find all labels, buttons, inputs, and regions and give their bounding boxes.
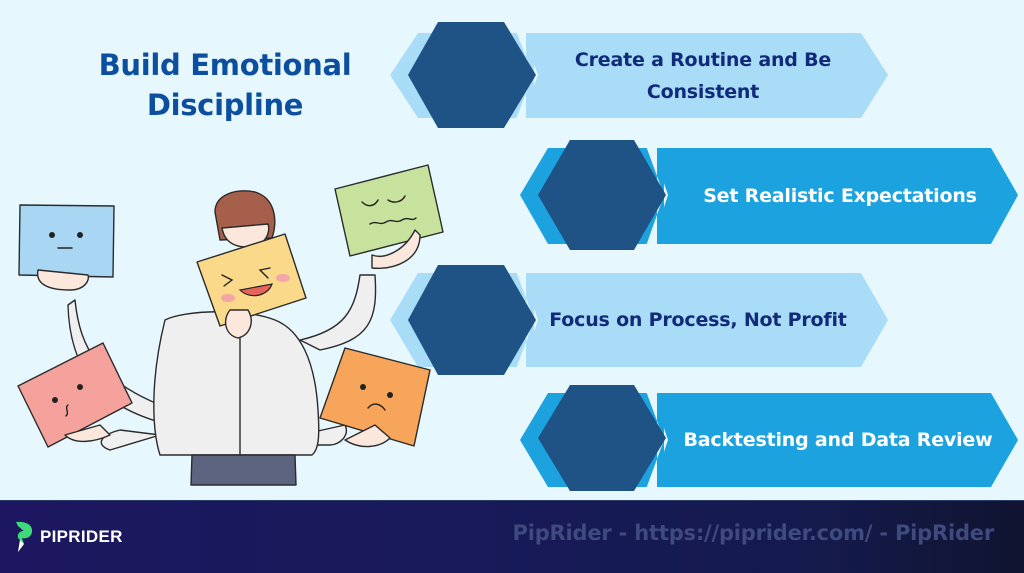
emotions-illustration — [17, 164, 444, 486]
step-4-label: Backtesting and Data Review — [683, 429, 993, 451]
step-1-label: Create a Routine and Be Consistent — [574, 48, 832, 103]
infographic-canvas: Build Emotional Discipline Create a Rout… — [17, 22, 1022, 491]
hexagon-icon — [538, 140, 666, 250]
step-2: Set Realistic Expectations — [518, 140, 1022, 250]
piprider-logo-icon — [16, 521, 33, 552]
step-3: Focus on Process, Not Profit — [388, 265, 890, 375]
brand-logo[interactable]: PIPRIDER — [14, 519, 123, 555]
title-line-2: Discipline — [146, 88, 304, 122]
step-3-shape — [390, 265, 888, 375]
step-2-shape — [520, 140, 1018, 250]
step-1: Create a Routine and Be Consistent — [388, 22, 890, 128]
step-4: Backtesting and Data Review — [518, 385, 1022, 491]
step-3-label: Focus on Process, Not Profit — [549, 309, 847, 331]
step-4-shape — [520, 385, 1018, 491]
hexagon-icon — [408, 22, 536, 128]
hexagon-icon — [408, 265, 536, 375]
smile-mouth — [238, 283, 273, 297]
step-1-shape — [390, 22, 888, 128]
page-title: Build Emotional Discipline — [60, 45, 390, 125]
step-2-label: Set Realistic Expectations — [703, 185, 977, 207]
title-line-1: Build Emotional — [98, 48, 352, 82]
hexagon-icon — [538, 385, 666, 491]
footer-bar: PIPRIDER PipRider - https://piprider.com… — [0, 500, 1024, 573]
brand-name: PIPRIDER — [40, 527, 123, 546]
watermark-text: PipRider - https://piprider.com/ - PipRi… — [512, 521, 995, 545]
